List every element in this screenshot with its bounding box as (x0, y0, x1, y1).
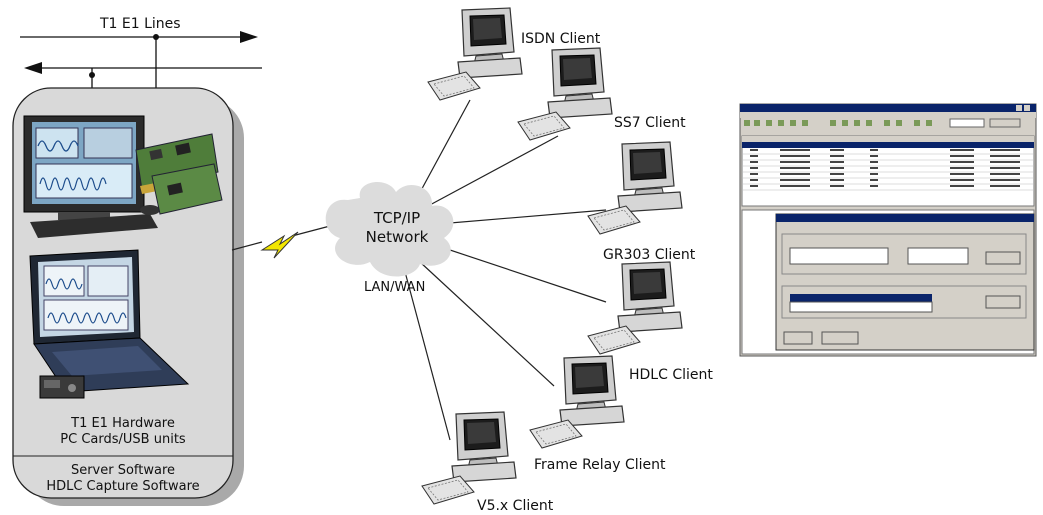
gr303-client-label: GR303 Client (603, 247, 696, 263)
wireless-link (231, 225, 331, 259)
ss7-client-label: SS7 Client (614, 115, 686, 131)
ss7-client-computer (517, 47, 613, 141)
gr303-client-computer (587, 141, 683, 235)
network-label-line1: TCP/IP (373, 209, 420, 227)
hardware-label-line1: T1 E1 Hardware (70, 416, 175, 431)
network-sub-label: LAN/WAN (364, 280, 425, 295)
app-screenshot (739, 103, 1037, 357)
network-label-line2: Network (366, 228, 429, 246)
v5x-client-label: V5.x Client (477, 498, 554, 514)
frame-relay-client-label: Frame Relay Client (534, 457, 666, 473)
server-label-line2: HDLC Capture Software (46, 479, 199, 494)
isdn-client-computer (427, 7, 523, 101)
server-label-line1: Server Software (71, 463, 175, 478)
laptop-image (29, 249, 190, 399)
isdn-client-label: ISDN Client (521, 31, 601, 47)
desktop-pc-image (23, 115, 223, 238)
v5x-client-computer (421, 411, 517, 505)
t1e1-lines (20, 31, 262, 100)
frame-relay-client-computer (529, 355, 625, 449)
hdlc-client-label: HDLC Client (629, 367, 713, 383)
lines-label: T1 E1 Lines (99, 16, 181, 32)
hardware-label-line2: PC Cards/USB units (60, 432, 186, 447)
network-links (403, 99, 607, 441)
hdlc-client-computer (587, 261, 683, 355)
network-cloud (325, 181, 454, 277)
